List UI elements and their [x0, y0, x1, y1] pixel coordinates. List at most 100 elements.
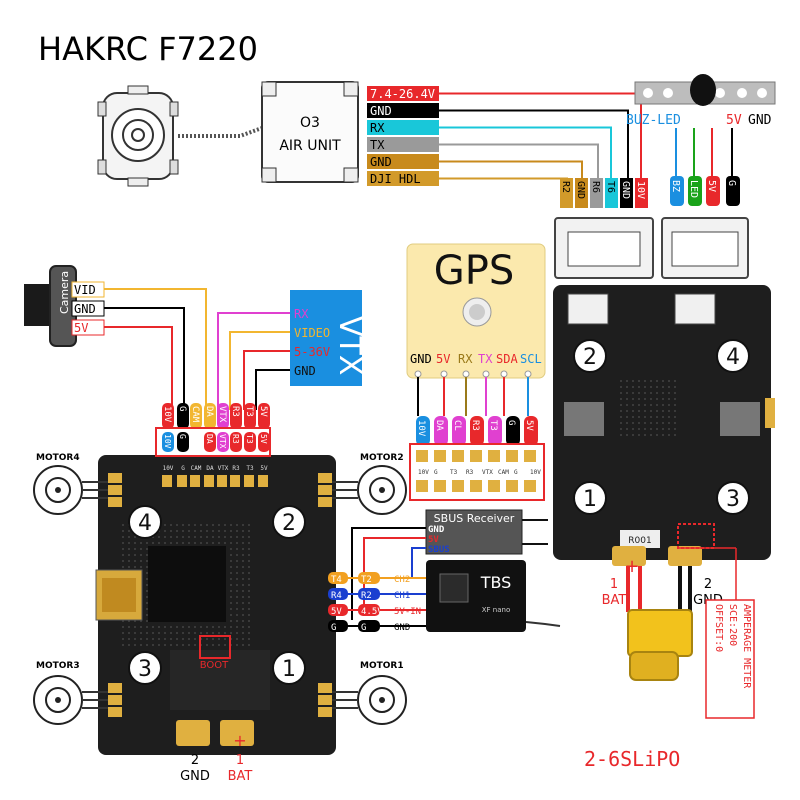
tbs-rx-label: 4.5V — [361, 607, 383, 617]
fc-pad-upper-label: G — [177, 406, 187, 411]
air-unit-pin-label: 7.4-26.4V — [370, 87, 435, 101]
tbs-row-name: CH2 — [394, 575, 410, 585]
fc-pad-upper-label: VTX — [217, 406, 227, 423]
gps-pin-dot — [500, 370, 508, 378]
motor-shaft — [55, 487, 61, 493]
motor-shaft — [379, 487, 385, 493]
air-unit-pin-bg — [367, 103, 439, 118]
motor-pad — [318, 485, 332, 495]
fc-pad-lower — [204, 432, 216, 452]
gps-pin-dot — [440, 370, 448, 378]
motor-pad — [108, 485, 122, 495]
fc-pad-upper-label: DA — [204, 406, 214, 417]
gps-pad-grid-cell — [434, 450, 446, 462]
fc-silk-pad — [258, 475, 268, 487]
esc-number: 2 — [583, 345, 597, 370]
gps-pin-label: SCL — [520, 352, 542, 366]
gps-title: GPS — [434, 248, 515, 294]
fc-pad-lower — [162, 432, 174, 452]
connector-pin-label: R6 — [590, 181, 601, 193]
fc-pad-upper-label: 5V — [258, 406, 268, 417]
tbs-row-name: 5V-IN — [394, 607, 421, 617]
motor-pad — [318, 683, 332, 693]
gps-pad-grid-label: VTX — [482, 469, 493, 476]
connector-pin-label: 10V — [635, 181, 646, 199]
tbs-rx-label: G — [361, 623, 366, 633]
sbus-pin-label: GND — [428, 525, 445, 535]
esc-number: 3 — [726, 487, 740, 512]
vtx-wire — [243, 350, 290, 410]
fc-pad-lower — [230, 432, 242, 452]
air-unit-pin-bg — [367, 86, 439, 101]
tbs-rx-label: R2 — [361, 591, 372, 601]
esc-number-circle — [716, 339, 750, 373]
esc-number: 1 — [583, 487, 597, 512]
vtx-pin-label: VIDEO — [294, 326, 330, 340]
motor-pad — [318, 695, 332, 705]
gps-pad-label: G — [506, 420, 516, 425]
fc-silk-pad — [204, 475, 214, 487]
gps-pad — [416, 416, 430, 446]
sbus-pin-label: 5V — [428, 535, 439, 545]
fc-silk-pad — [217, 475, 227, 487]
connector-pin-bg — [575, 178, 588, 208]
buzzer-pin-label: BZ — [670, 180, 681, 192]
air-unit-pin-label: RX — [370, 121, 385, 135]
gps-pin-dot — [524, 370, 532, 378]
fc-pad-lower-label: VTX — [218, 434, 227, 449]
air-unit-wire — [439, 109, 629, 200]
motor-number-circle — [272, 651, 306, 685]
tbs-title: TBS — [480, 573, 512, 592]
gps-pin-dot — [414, 370, 422, 378]
connector-pin-label: T6 — [605, 181, 616, 193]
fc-silk-label: G — [181, 465, 185, 472]
motor-pad — [108, 497, 122, 507]
fc-pad-lower — [244, 432, 256, 452]
motor-pad — [108, 707, 122, 717]
gps-pad-grid-label: G — [434, 469, 438, 476]
sbus-pin-label: SBUS — [428, 545, 450, 555]
gps-pad-grid-label: R3 — [466, 469, 474, 476]
fpv-camera: Camera — [24, 265, 77, 347]
tbs-rx-pad — [358, 572, 380, 584]
gps-pad-grid-label: 10V — [530, 469, 541, 476]
sbus-receiver: SBUS Receiver — [425, 509, 548, 555]
gps-pad-grid-label: T3 — [450, 469, 458, 476]
gps-pad-grid-cell — [434, 480, 446, 492]
gps-pad-grid-label: 10V — [418, 469, 429, 476]
fc-silk-label: 5V — [260, 465, 268, 472]
tbs-receiver: TBS XF nano — [426, 560, 561, 632]
amperage-line-3: OFFSET:0 — [713, 604, 724, 652]
air-unit-pin-label: DJI HDL — [370, 172, 421, 186]
connector-pin-bg — [620, 178, 633, 208]
connector-pin-label: GND — [620, 181, 631, 199]
fc-power-plus: + — [233, 731, 246, 750]
esc-board: R001 — [553, 285, 775, 566]
fc-pad-lower-label: 10V — [163, 434, 172, 449]
fc-pad-upper — [190, 403, 202, 429]
gps-pad-grid-cell — [416, 450, 428, 462]
vtx-pin-label: RX — [294, 307, 309, 321]
sbus-wire-sbus — [411, 547, 426, 578]
air-unit-wire — [439, 126, 612, 200]
o3-air-unit: O3 AIR UNIT — [261, 81, 359, 183]
esc-number-circle — [573, 339, 607, 373]
motor-shaft — [55, 697, 61, 703]
connector-pin-label: R2 — [560, 181, 571, 193]
amperage-meter-box: AMPERAGE METER SCE:200 OFFSET:0 — [678, 547, 755, 719]
tbs-fc-label: T4 — [331, 575, 342, 585]
fc-power-gnd-number: 2 — [191, 753, 199, 768]
fc-silk-label: CAM — [191, 465, 202, 472]
buzzer-pin-label: G — [726, 180, 737, 186]
camera-label: Camera — [58, 271, 71, 314]
air-unit-label-1: O3 — [300, 115, 320, 131]
fc-pad-upper — [230, 403, 242, 429]
sbus-wire-gnd — [351, 527, 426, 620]
lipo-label: 2-6SLiPO — [584, 747, 680, 771]
esc-number-circle — [716, 481, 750, 515]
